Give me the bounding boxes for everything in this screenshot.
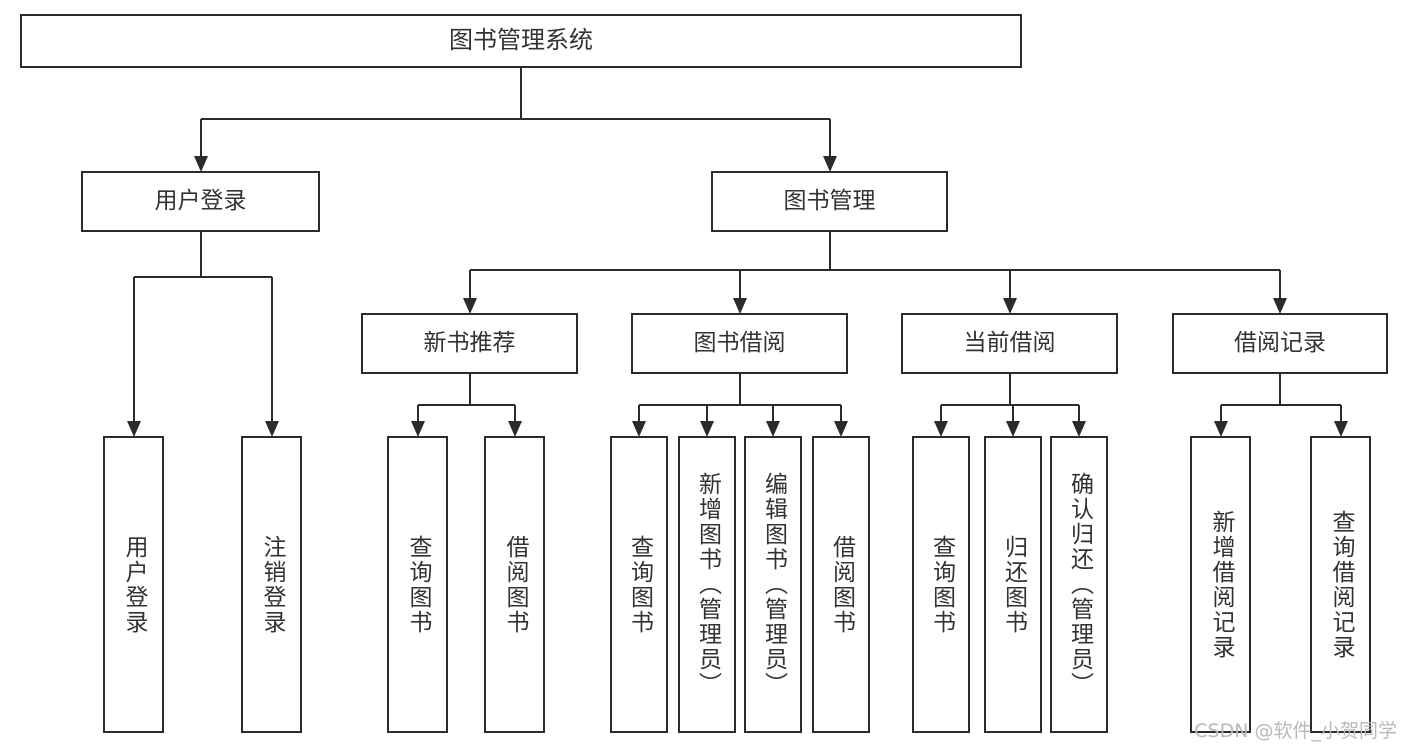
node-leaf-query-book-borrow: 查询图书 <box>610 436 668 733</box>
connector-horizontal <box>133 276 272 278</box>
connector-horizontal <box>639 404 841 406</box>
node-book-borrow: 图书借阅 <box>631 313 848 374</box>
node-label: 当前借阅 <box>963 330 1056 357</box>
node-user-login: 用户登录 <box>81 171 320 232</box>
connector-vertical <box>840 405 842 421</box>
arrow-head-icon <box>1072 421 1086 437</box>
node-label: 借阅图书 <box>828 534 855 635</box>
connector-vertical <box>199 119 202 156</box>
node-leaf-query-book-current: 查询图书 <box>912 436 970 733</box>
connector-horizontal <box>200 118 830 120</box>
arrow-head-icon <box>264 421 279 437</box>
node-label: 新书推荐 <box>423 330 516 357</box>
arrow-head-icon <box>126 421 141 437</box>
arrow-head-icon <box>193 156 208 172</box>
connector-vertical <box>828 232 831 270</box>
node-leaf-user-login: 用户登录 <box>103 436 164 733</box>
connector-vertical <box>706 405 708 421</box>
connector-vertical <box>638 405 640 421</box>
node-book-manage: 图书管理 <box>711 171 948 232</box>
node-leaf-query-record: 查询借阅记录 <box>1310 436 1371 733</box>
node-leaf-query-book-new: 查询图书 <box>387 436 448 733</box>
node-label: 查询图书 <box>928 534 955 635</box>
node-label: 注销登录 <box>259 534 285 635</box>
node-leaf-borrow-book: 借阅图书 <box>812 436 870 733</box>
arrow-head-icon <box>732 298 747 314</box>
connector-vertical <box>199 232 202 277</box>
connector-vertical <box>1279 270 1281 298</box>
connector-vertical <box>1008 270 1011 298</box>
node-leaf-user-logout: 注销登录 <box>241 436 302 733</box>
node-label: 借阅记录 <box>1234 330 1326 357</box>
arrow-head-icon <box>462 298 477 314</box>
connector-vertical <box>468 374 471 405</box>
arrow-head-icon <box>410 421 425 437</box>
connector-vertical <box>132 277 135 421</box>
connector-vertical <box>1279 374 1281 405</box>
node-label: 图书借阅 <box>693 330 786 357</box>
node-label: 新增图书（管理员） <box>694 472 721 697</box>
connector-horizontal <box>469 269 1280 271</box>
connector-vertical <box>416 405 419 421</box>
arrow-head-icon <box>766 421 780 437</box>
node-leaf-confirm-return: 确认归还（管理员） <box>1050 436 1108 733</box>
node-label: 确认归还（管理员） <box>1066 472 1093 697</box>
connector-vertical <box>520 68 522 119</box>
arrow-head-icon <box>1333 421 1348 437</box>
connector-vertical <box>738 374 741 405</box>
node-leaf-add-book: 新增图书（管理员） <box>678 436 736 733</box>
connector-vertical <box>513 405 516 421</box>
arrow-head-icon <box>1006 421 1020 437</box>
node-label: 图书管理 <box>783 188 876 215</box>
node-root: 图书管理系统 <box>20 14 1022 68</box>
node-label: 查询借阅记录 <box>1328 509 1354 660</box>
arrow-head-icon <box>1273 298 1287 314</box>
arrow-head-icon <box>1213 421 1228 437</box>
connector-vertical <box>468 270 471 298</box>
node-label: 编辑图书（管理员） <box>760 472 787 697</box>
connector-horizontal <box>417 404 515 406</box>
arrow-head-icon <box>632 421 646 437</box>
connector-vertical <box>270 277 273 421</box>
arrow-head-icon <box>822 156 837 172</box>
connector-vertical <box>1219 405 1222 421</box>
connector-horizontal <box>941 404 1079 406</box>
node-label: 用户登录 <box>154 188 247 215</box>
node-label: 查询图书 <box>405 534 431 635</box>
arrow-head-icon <box>700 421 714 437</box>
node-label: 新增借阅记录 <box>1208 509 1234 660</box>
connector-vertical <box>738 270 741 298</box>
connector-vertical <box>1008 374 1011 405</box>
connector-vertical <box>828 119 831 156</box>
arrow-head-icon <box>507 421 522 437</box>
csdn-watermark: CSDN @软件_小贺同学 <box>1194 720 1397 742</box>
node-leaf-edit-book: 编辑图书（管理员） <box>744 436 802 733</box>
connector-vertical <box>1078 405 1080 421</box>
node-new-book-recommend: 新书推荐 <box>361 313 578 374</box>
arrow-head-icon <box>934 421 948 437</box>
node-label: 用户登录 <box>121 534 147 635</box>
node-leaf-return-book: 归还图书 <box>984 436 1042 733</box>
connector-vertical <box>772 405 774 421</box>
connector-vertical <box>1012 405 1014 421</box>
arrow-head-icon <box>834 421 848 437</box>
connector-horizontal <box>1220 404 1341 406</box>
node-label: 查询图书 <box>626 534 653 635</box>
node-label: 图书管理系统 <box>449 26 593 55</box>
node-borrow-record: 借阅记录 <box>1172 313 1388 374</box>
node-current-borrow: 当前借阅 <box>901 313 1118 374</box>
node-leaf-borrow-book-new: 借阅图书 <box>484 436 545 733</box>
node-leaf-add-record: 新增借阅记录 <box>1190 436 1251 733</box>
arrow-head-icon <box>1002 298 1017 314</box>
node-label: 借阅图书 <box>502 534 528 635</box>
connector-vertical <box>1339 405 1342 421</box>
node-label: 归还图书 <box>1000 534 1027 635</box>
connector-vertical <box>940 405 942 421</box>
